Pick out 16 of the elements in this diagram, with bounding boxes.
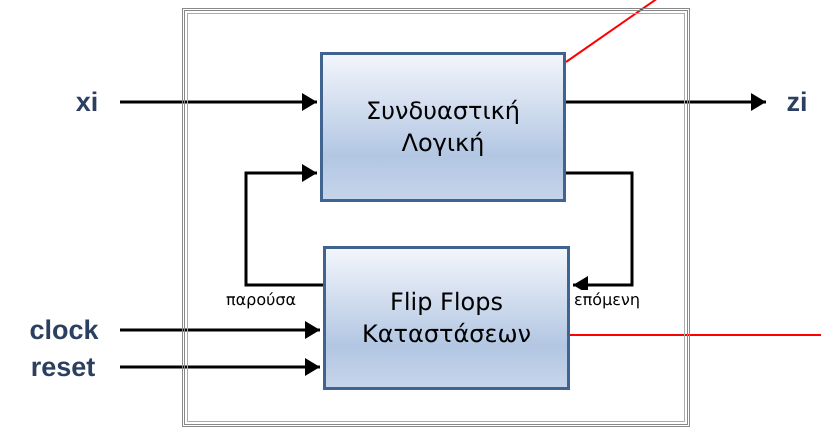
outer-frame <box>182 8 690 427</box>
port-label: reset <box>18 349 108 385</box>
leader-line <box>570 334 821 336</box>
port-label: clock <box>14 312 114 348</box>
arrow <box>244 164 323 286</box>
logic-block: Flip Flops Καταστάσεων <box>323 246 570 390</box>
port-label: zi <box>772 84 821 120</box>
arrow <box>566 93 766 111</box>
leader-line <box>565 0 659 63</box>
arrow <box>120 321 320 339</box>
arrow <box>120 358 320 376</box>
edge-label: επόμενη <box>572 290 642 309</box>
logic-block: Συνδυαστική Λογική <box>320 52 566 202</box>
arrow <box>120 93 317 111</box>
edge-label: παρούσα <box>224 290 298 309</box>
port-label: xi <box>62 84 112 120</box>
